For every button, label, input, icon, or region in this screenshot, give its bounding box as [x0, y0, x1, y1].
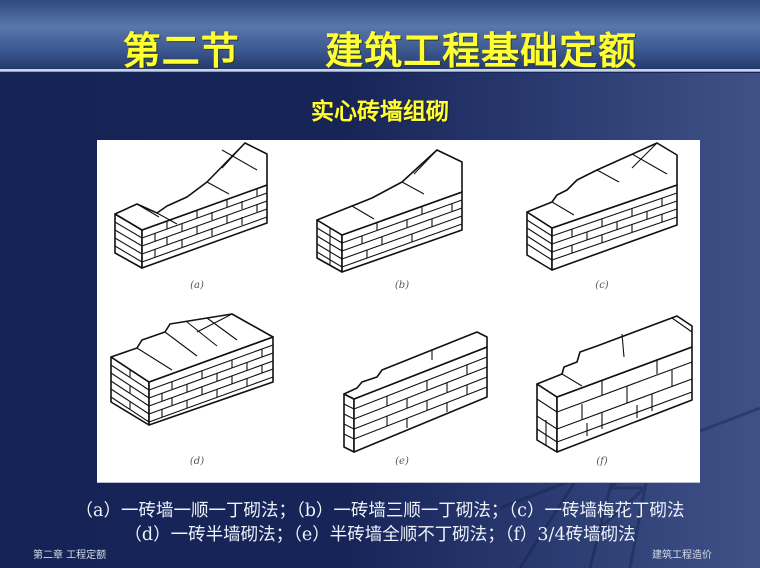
figure-panel-a: (a) [97, 140, 297, 311]
caption-line-1: （a）一砖墙一顺一丁砌法；（b）一砖墙三顺一丁砌法；（c）一砖墙梅花丁砌法 [75, 501, 685, 521]
brick-wall-b-icon [316, 149, 463, 273]
figure-panel-b: (b) [302, 140, 502, 311]
slide-subtitle: 实心砖墙组砌 [311, 99, 449, 125]
figure-label-c: (c) [595, 280, 609, 291]
brick-wall-e-icon [343, 331, 488, 453]
figure-label-b: (b) [394, 280, 410, 291]
header-band [0, 0, 760, 70]
caption-line-2: （d）一砖半墙砌法；（e）半砖墙全顺不丁砌法；（f）3/4砖墙砌法 [124, 525, 636, 545]
brick-wall-f-icon [536, 315, 693, 453]
figure-label-e: (e) [395, 456, 409, 467]
figure-panel-d: (d) [97, 312, 297, 483]
brick-wall-a-icon [114, 142, 268, 269]
figure-label-f: (f) [596, 456, 608, 467]
figure-panel-c: (c) [502, 140, 702, 311]
figure-label-a: (a) [190, 280, 204, 291]
brick-wall-d-icon [110, 313, 274, 426]
figure-label-d: (d) [189, 456, 205, 467]
slide-title: 第二节 建筑工程基础定额 [122, 28, 638, 73]
footer-course: 建筑工程造价 [652, 550, 712, 561]
figure-panel-f: (f) [502, 312, 702, 483]
brick-wall-c-icon [526, 142, 678, 271]
header-divider [0, 69, 760, 72]
figure-panel-e: (e) [302, 312, 502, 483]
brick-bonding-figure: (a) (b) [97, 140, 700, 483]
footer-chapter: 第二章 工程定额 [33, 550, 107, 561]
